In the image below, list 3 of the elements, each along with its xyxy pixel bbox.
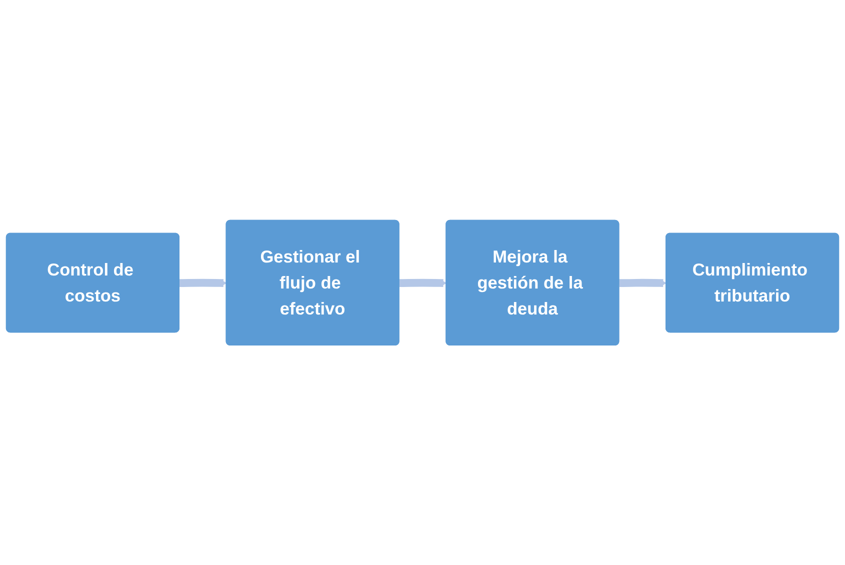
arrow: [619, 278, 667, 287]
arrow: [179, 278, 227, 287]
arrow: [399, 278, 447, 287]
